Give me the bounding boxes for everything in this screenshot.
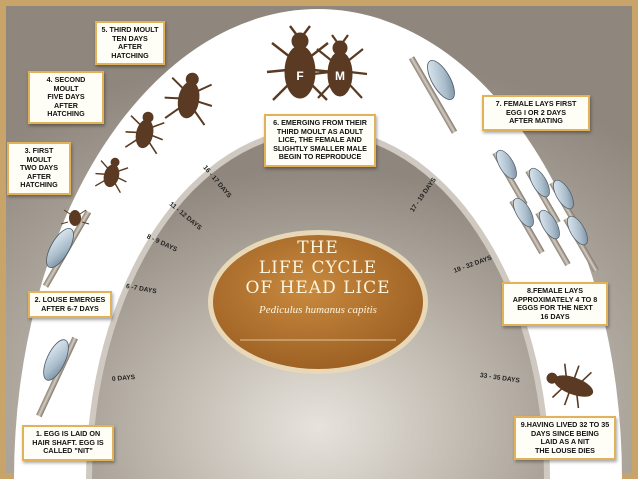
female-marker: F bbox=[296, 69, 303, 83]
center-oval bbox=[213, 235, 423, 369]
nit-icon bbox=[36, 336, 78, 418]
first-nymph-icon bbox=[94, 157, 129, 194]
female-louse-icon bbox=[266, 25, 334, 101]
third-nymph-icon bbox=[164, 72, 213, 126]
hatching-egg-icon bbox=[42, 209, 92, 288]
egg-cluster-icon bbox=[492, 149, 599, 273]
stage-label-lays-eggs: 8.FEMALE LAYS APPROXIMATELY 4 TO 8 EGGS … bbox=[502, 282, 608, 327]
title-line-3: OF HEAD LICE bbox=[245, 278, 391, 298]
stage-label-adult: 6. EMERGING FROM THEIR THIRD MOULT AS AD… bbox=[264, 114, 376, 167]
stage-label-first-egg: 7. FEMALE LAYS FIRST EGG I OR 2 DAYS AFT… bbox=[482, 95, 590, 131]
male-marker: M bbox=[335, 69, 345, 83]
stage-label-emerge: 2. LOUSE EMERGES AFTER 6-7 DAYS bbox=[28, 291, 112, 319]
title-line-2: LIFE CYCLE bbox=[258, 258, 378, 278]
title-line-1: THE bbox=[297, 238, 339, 258]
dead-louse-icon bbox=[546, 363, 594, 409]
stage-label-dies: 9.HAVING LIVED 32 TO 35 DAYS SINCE BEING… bbox=[514, 416, 616, 461]
species-subtitle: Pediculus humanus capitis bbox=[259, 304, 377, 316]
center-title-block: THE LIFE CYCLE OF HEAD LICE Pediculus hu… bbox=[208, 238, 428, 316]
stage-label-second-moult: 4. SECOND MOULT FIVE DAYS AFTER HATCHING bbox=[28, 71, 104, 124]
male-louse-icon bbox=[312, 34, 368, 99]
stage-label-first-moult: 3. FIRST MOULT TWO DAYS AFTER HATCHING bbox=[7, 142, 71, 195]
stage-label-egg: 1. EGG IS LAID ON HAIR SHAFT. EGG IS CAL… bbox=[22, 425, 114, 461]
stage-label-third-moult: 5. THIRD MOULT TEN DAYS AFTER HATCHING bbox=[95, 21, 165, 66]
first-egg-icon bbox=[408, 56, 458, 134]
second-nymph-icon bbox=[124, 111, 165, 155]
